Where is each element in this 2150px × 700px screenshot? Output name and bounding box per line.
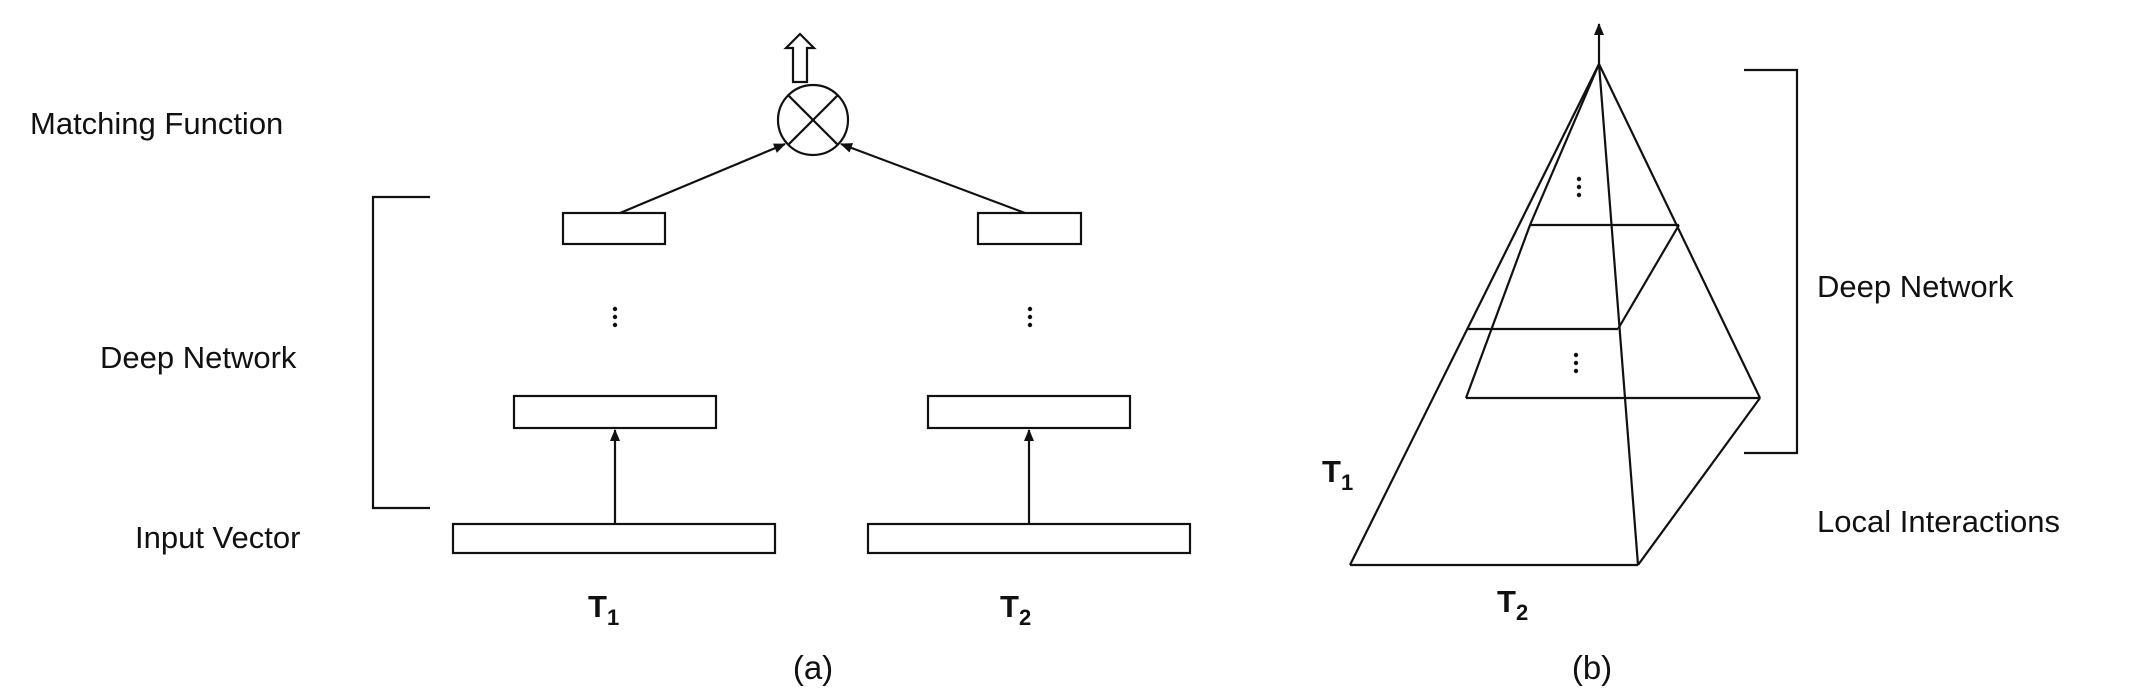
t1-label-a: T1 — [588, 589, 619, 630]
left-top-layer-box — [561, 211, 667, 246]
right-top-layer-box — [976, 211, 1083, 246]
vertical-ellipsis-icon — [1573, 352, 1579, 374]
layer-slice-upper — [1468, 223, 1680, 331]
vertical-ellipsis-icon — [612, 306, 618, 328]
t2-label-a: T2 — [1000, 589, 1031, 630]
local-interactions-label: Local Interactions — [1817, 504, 2060, 539]
vertical-ellipsis-icon — [1576, 176, 1582, 198]
circled-cross-icon — [776, 83, 850, 157]
left-hidden-layer-box — [512, 394, 718, 430]
t1-label-b: T1 — [1322, 454, 1353, 495]
deep-network-label-a: Deep Network — [100, 340, 297, 375]
panel-a: Matching Function Deep Network Input Vec… — [30, 32, 1192, 686]
left-input-vector-box — [451, 522, 777, 555]
vertical-ellipsis-icon — [1027, 306, 1033, 328]
t2-label-b: T2 — [1497, 584, 1528, 625]
right-to-match-arrow — [840, 142, 1026, 215]
matching-function-label: Matching Function — [30, 106, 283, 141]
right-input-vector-box — [866, 522, 1192, 555]
right-hidden-layer-box — [926, 394, 1132, 430]
caption-b: (b) — [1572, 649, 1612, 686]
caption-a: (a) — [793, 649, 833, 686]
hollow-up-arrow-icon — [783, 32, 817, 84]
deep-network-bracket-a — [371, 195, 430, 510]
deep-network-bracket-b — [1744, 68, 1799, 455]
pyramid-edges — [1349, 63, 1761, 567]
panel-b: Deep Network Local Interactions T1 T2 (b… — [1322, 23, 2060, 686]
input-vector-label: Input Vector — [135, 520, 300, 555]
left-to-match-arrow — [619, 142, 786, 215]
deep-network-label-b: Deep Network — [1817, 269, 2014, 304]
